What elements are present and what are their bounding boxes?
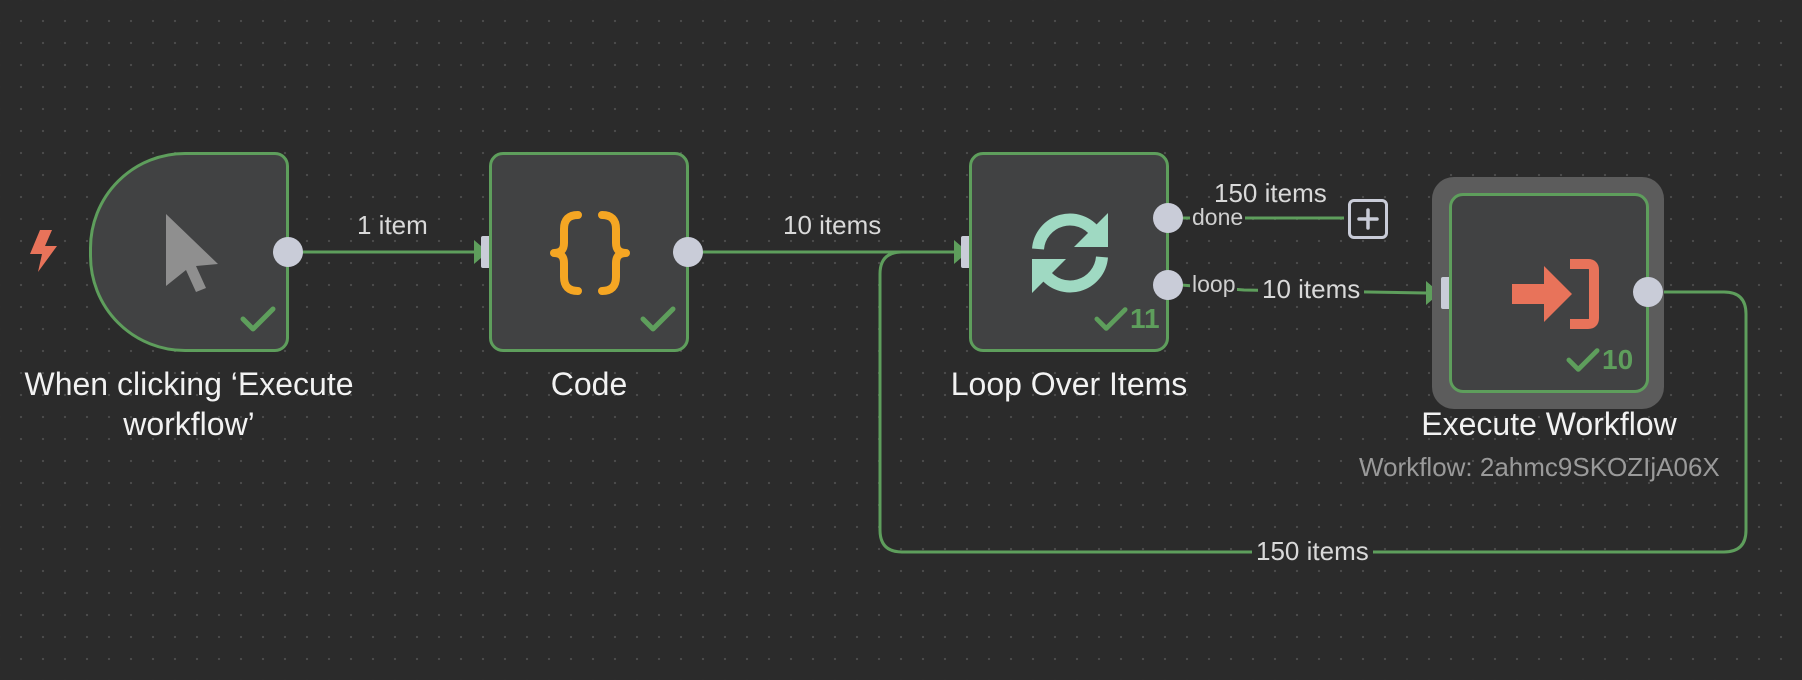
loop-run-count-value: 11 [1130, 303, 1160, 334]
edge-label-loop-to-execute: 10 items [1258, 274, 1365, 305]
loop-run-count: 11 [1094, 303, 1160, 335]
execute-node-subtitle: Workflow: 2ahmc9SKOZIjA06X [1359, 452, 1720, 482]
execute-run-count-value: 10 [1602, 344, 1634, 375]
check-icon [240, 306, 276, 332]
edge-label-execute-to-loop: 150 items [1252, 536, 1373, 567]
loop-loop-label: loop [1190, 271, 1238, 298]
check-icon [1566, 348, 1600, 372]
edge-label-trigger-to-code: 1 item [357, 210, 428, 240]
code-node[interactable] [489, 152, 689, 352]
loop-loop-output-port[interactable] [1153, 270, 1183, 300]
trigger-node-title: When clicking ‘Execute workflow’ [4, 364, 374, 444]
sign-in-icon [1512, 259, 1599, 329]
trigger-node[interactable] [89, 152, 289, 352]
execute-output-port[interactable] [1633, 277, 1663, 307]
edge-label-loop-done: 150 items [1214, 178, 1327, 208]
loop-node[interactable]: 11 [969, 152, 1169, 352]
loop-done-label: done [1190, 204, 1246, 231]
add-node-button[interactable] [1348, 199, 1388, 239]
code-output-port[interactable] [673, 237, 703, 267]
plus-icon [1357, 208, 1379, 230]
check-icon [1094, 307, 1128, 331]
execute-run-count: 10 [1566, 344, 1633, 376]
execute-node-title: Execute Workflow [1421, 406, 1677, 442]
loop-done-output-port[interactable] [1153, 203, 1183, 233]
edge-label-code-to-loop: 10 items [783, 210, 882, 240]
trigger-title-line1: When clicking ‘Execute [24, 366, 354, 402]
braces-icon [550, 211, 630, 295]
refresh-icon [1032, 213, 1108, 293]
execute-node[interactable]: 10 [1449, 193, 1649, 393]
code-node-title: Code [550, 366, 628, 402]
trigger-output-port[interactable] [273, 237, 303, 267]
check-icon [640, 306, 676, 332]
loop-node-title: Loop Over Items [950, 366, 1188, 402]
lightning-bolt-icon [30, 230, 57, 272]
cursor-icon [166, 214, 218, 292]
trigger-title-line2: workflow’ [123, 406, 255, 442]
